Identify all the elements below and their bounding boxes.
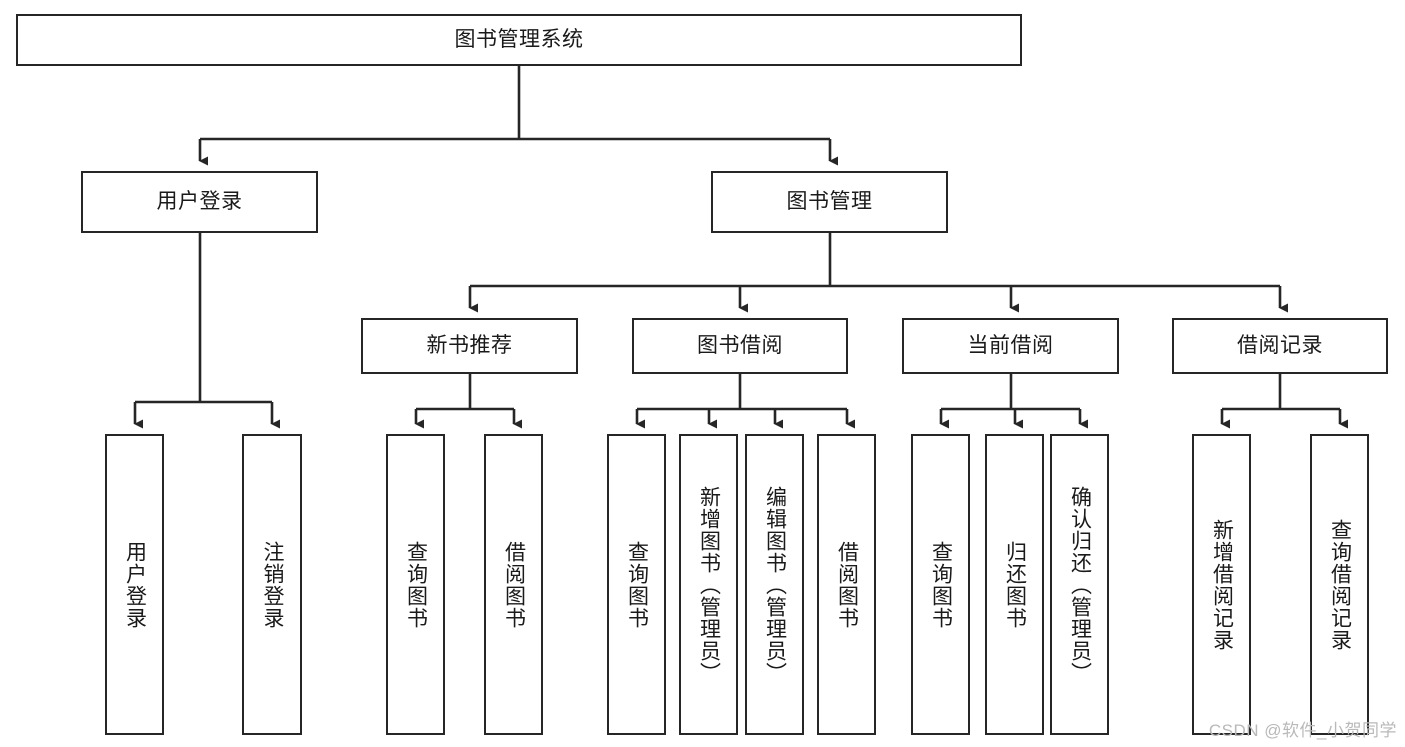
node-label: 借阅图书 — [835, 540, 859, 629]
node-leaf-add-borrow-record[interactable]: 新增借阅记录 — [1192, 434, 1251, 735]
node-leaf-user-login[interactable]: 用户登录 — [105, 434, 164, 735]
node-label: 注销登录 — [261, 540, 285, 629]
node-label: 查询图书 — [404, 540, 428, 629]
node-leaf-borrow-book-recommend[interactable]: 借阅图书 — [484, 434, 543, 735]
node-label: 归还图书 — [1003, 540, 1027, 629]
node-label: 图书管理 — [786, 190, 873, 214]
node-leaf-return-book[interactable]: 归还图书 — [985, 434, 1044, 735]
node-leaf-query-book-borrow[interactable]: 查询图书 — [607, 434, 666, 735]
node-label: 新增图书（管理员） — [697, 485, 721, 684]
node-label: 查询借阅记录 — [1328, 518, 1352, 651]
node-leaf-query-book-recommend[interactable]: 查询图书 — [386, 434, 445, 735]
node-label: 借阅图书 — [502, 540, 526, 629]
node-label: 确认归还（管理员） — [1068, 485, 1092, 684]
node-label: 新书推荐 — [426, 334, 513, 358]
node-label: 查询图书 — [929, 540, 953, 629]
node-leaf-query-borrow-record[interactable]: 查询借阅记录 — [1310, 434, 1369, 735]
node-current-borrow[interactable]: 当前借阅 — [902, 318, 1119, 374]
node-label: 用户登录 — [123, 540, 147, 629]
node-user-login[interactable]: 用户登录 — [81, 171, 318, 233]
node-label: 当前借阅 — [967, 334, 1054, 358]
node-label: 用户登录 — [156, 190, 243, 214]
node-label: 借阅记录 — [1237, 334, 1323, 358]
node-label: 查询图书 — [625, 540, 649, 629]
watermark-label: CSDN @软件_小贺同学 — [1208, 721, 1397, 740]
node-root[interactable]: 图书管理系统 — [16, 14, 1022, 66]
node-leaf-edit-book[interactable]: 编辑图书（管理员） — [745, 434, 804, 735]
node-borrow-record[interactable]: 借阅记录 — [1172, 318, 1388, 374]
node-leaf-logout[interactable]: 注销登录 — [242, 434, 302, 735]
node-new-book-recommend[interactable]: 新书推荐 — [361, 318, 578, 374]
node-leaf-query-book-current[interactable]: 查询图书 — [911, 434, 970, 735]
node-leaf-confirm-return[interactable]: 确认归还（管理员） — [1050, 434, 1109, 735]
node-label: 图书管理系统 — [454, 28, 584, 52]
node-leaf-borrow-book[interactable]: 借阅图书 — [817, 434, 876, 735]
node-book-borrow[interactable]: 图书借阅 — [632, 318, 848, 374]
node-label: 编辑图书（管理员） — [763, 485, 787, 684]
node-leaf-add-book[interactable]: 新增图书（管理员） — [679, 434, 738, 735]
node-book-manage[interactable]: 图书管理 — [711, 171, 948, 233]
node-label: 图书借阅 — [697, 334, 783, 358]
node-label: 新增借阅记录 — [1210, 518, 1234, 651]
